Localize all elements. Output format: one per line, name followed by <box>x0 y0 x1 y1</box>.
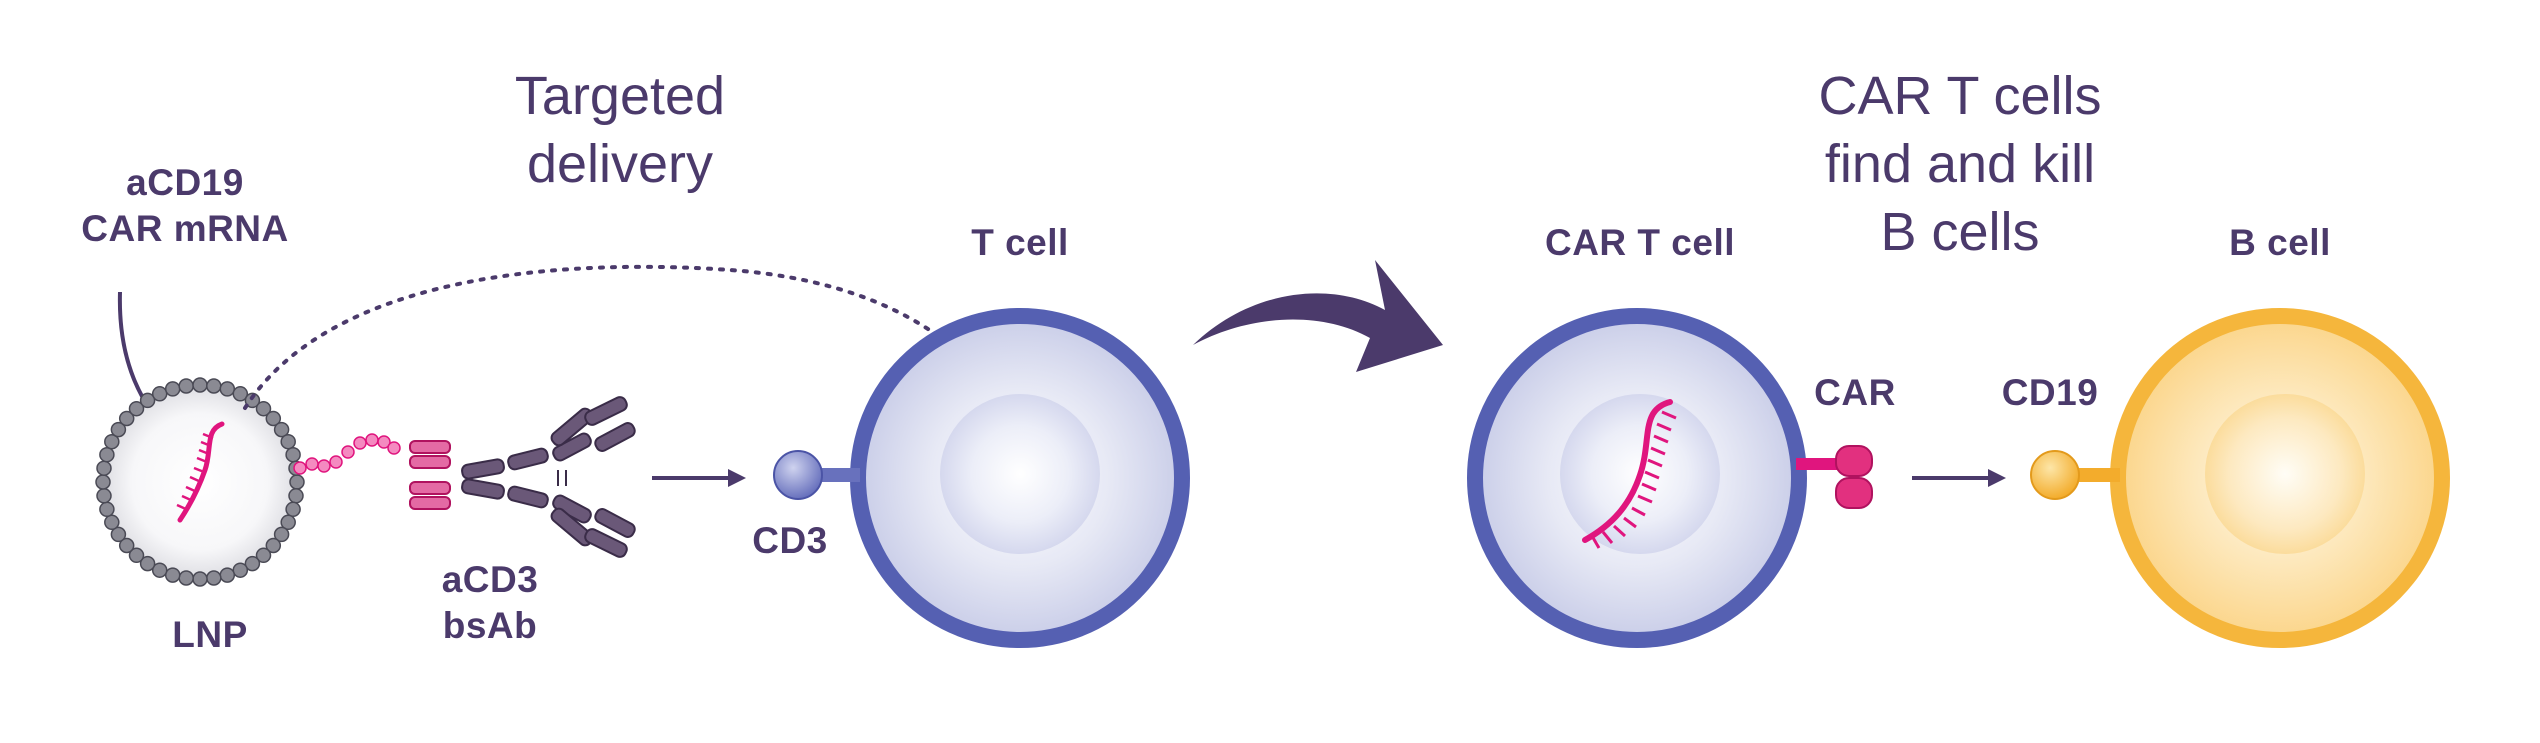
lnp-lipid-bead <box>206 570 222 586</box>
lnp-lipid-bead <box>104 433 120 450</box>
antibody-heavy-chains <box>461 396 636 558</box>
car-receptor <box>1796 445 1873 509</box>
antibody-hinge <box>557 470 567 486</box>
lnp-lipid-bead <box>285 501 301 518</box>
car-t-mrna-strand <box>1582 399 1673 543</box>
lnp-lipid-bead <box>139 392 156 409</box>
b-cell <box>2110 308 2450 648</box>
lnp-lipid-bead <box>285 446 301 463</box>
binding-arrow-cd3 <box>652 469 746 487</box>
lnp-lipid-bead <box>99 501 115 518</box>
bispecific-antibody <box>409 396 636 558</box>
lnp-lipid-bead <box>288 488 304 504</box>
lnp-lipid-bead <box>99 446 115 463</box>
cargo-label-line-2: CAR mRNA <box>81 208 289 249</box>
lnp-lipid-bead <box>255 547 272 564</box>
lnp-lipid-shell <box>95 377 305 587</box>
car-t-cell <box>1467 308 1807 648</box>
targeted-delivery-line-1: Targeted <box>514 66 726 126</box>
lnp-particle <box>95 377 305 587</box>
cd19-label: CD19 <box>2001 372 2099 413</box>
cargo-label-line-1: aCD19 <box>126 162 244 203</box>
lnp-lipid-bead <box>219 567 236 583</box>
bsab-label-line-1: aCD3 <box>441 559 539 600</box>
t-cell-label: T cell <box>971 222 1069 263</box>
lnp-lipid-bead <box>110 526 127 543</box>
b-cell-nucleus <box>2205 394 2365 554</box>
lnp-lipid-bead <box>265 537 282 554</box>
bsab-label-line-2: bsAb <box>442 605 538 646</box>
outcome-line-3: B cells <box>1880 202 2040 262</box>
transition-arrow <box>1193 260 1443 372</box>
car-t-cell-label: CAR T cell <box>1544 222 1736 263</box>
outcome-line-2: find and kill <box>1824 134 2096 194</box>
t-cell-nucleus <box>940 394 1100 554</box>
lnp-lipid-bead <box>151 562 168 578</box>
lnp-lipid-bead <box>128 547 145 564</box>
lnp-lipid-bead <box>219 381 236 397</box>
lnp-mrna-bases <box>176 432 214 512</box>
lnp-lipid-bead <box>255 400 272 417</box>
lnp-lipid-bead <box>289 474 305 490</box>
lnp-lipid-bead <box>232 386 249 402</box>
cd19-receptor <box>2030 450 2120 500</box>
cd3-label: CD3 <box>752 520 828 561</box>
lnp-lipid-bead <box>96 460 112 476</box>
targeted-delivery-line-2: delivery <box>526 134 714 194</box>
lnp-lipid-bead <box>96 488 112 504</box>
lnp-lipid-bead <box>151 386 168 402</box>
lnp-lipid-bead <box>244 555 261 572</box>
lnp-mrna-strand <box>177 421 225 523</box>
lnp-lipid-bead <box>164 567 181 583</box>
targeted-delivery-heading: Targeted delivery <box>440 62 800 198</box>
lnp-lipid-bead <box>128 400 145 417</box>
lnp-linker <box>293 433 401 475</box>
cargo-label: aCD19 CAR mRNA <box>55 160 315 252</box>
lnp-lipid-bead <box>178 378 194 394</box>
cd3-receptor <box>773 450 860 500</box>
outcome-line-1: CAR T cells <box>1818 66 2102 126</box>
lnp-lipid-bead <box>118 537 135 554</box>
lnp-lipid-bead <box>280 433 296 450</box>
lnp-lipid-bead <box>164 381 181 397</box>
lnp-lipid-bead <box>273 421 290 438</box>
b-cell-label: B cell <box>2229 222 2331 263</box>
outcome-heading: CAR T cells find and kill B cells <box>1760 62 2160 266</box>
lnp-lipid-bead <box>178 570 194 586</box>
car-label: CAR <box>1814 372 1896 413</box>
lnp-lipid-bead <box>104 514 120 531</box>
bsab-label: aCD3 bsAb <box>400 557 580 649</box>
lnp-lipid-bead <box>273 526 290 543</box>
lnp-lipid-bead <box>139 555 156 572</box>
lnp-lipid-bead <box>95 474 111 490</box>
lnp-lipid-bead <box>110 421 127 438</box>
lnp-label: LNP <box>172 614 248 655</box>
t-cell <box>850 308 1190 648</box>
antibody-pink-domains <box>409 440 451 510</box>
lnp-lipid-bead <box>232 562 249 578</box>
binding-arrow-cd19 <box>1912 469 2006 487</box>
car-t-mrna-bases <box>1590 410 1677 549</box>
lnp-lipid-bead <box>265 410 282 427</box>
lnp-lipid-bead <box>192 571 208 587</box>
lnp-lipid-bead <box>206 378 222 394</box>
lnp-lipid-bead <box>244 392 261 409</box>
lnp-lipid-bead <box>192 377 208 393</box>
lnp-lipid-bead <box>118 410 135 427</box>
lnp-lipid-bead <box>280 514 296 531</box>
